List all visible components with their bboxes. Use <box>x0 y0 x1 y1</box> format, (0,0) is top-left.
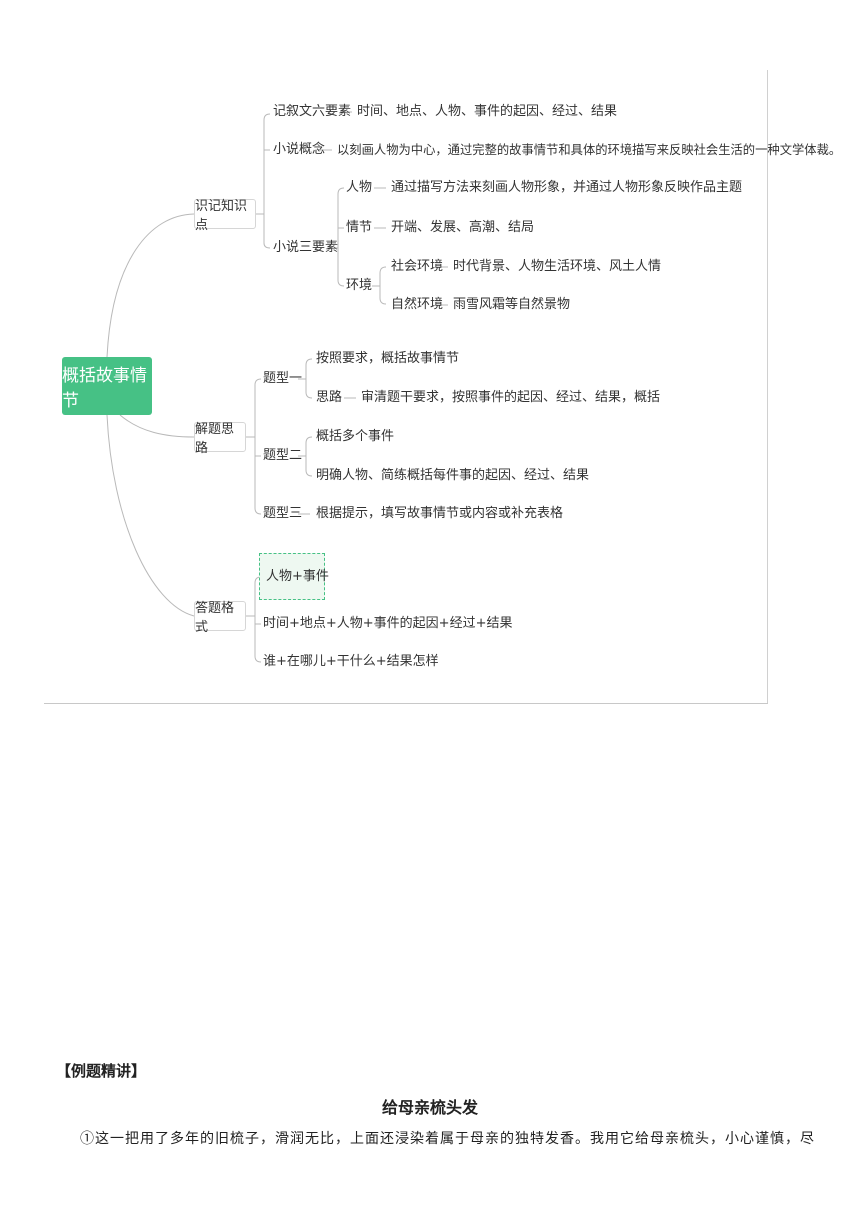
bracket-b1 <box>263 113 271 249</box>
article-title: 给母亲梳头发 <box>381 1098 478 1117</box>
node-renwu-value[interactable]: 通过描写方法来刻画人物形象，并通过人物形象反映作品主题 <box>391 180 743 195</box>
node-tixing-2[interactable]: 题型二 <box>263 448 303 463</box>
bracket-b2 <box>254 378 262 515</box>
node-xiaoshuo-gainian[interactable]: 小说概念 <box>273 142 326 157</box>
node-liuyaosu[interactable]: 记叙文六要素 <box>273 104 352 119</box>
node-shehui-value[interactable]: 时代背景、人物生活环境、风土人情 <box>453 259 662 274</box>
node-renwu[interactable]: 人物 <box>346 180 373 195</box>
mindmap-connectors <box>106 111 448 663</box>
node-dati-item-1[interactable]: 人物+事件 <box>266 569 329 584</box>
mindmap-frame <box>44 70 768 704</box>
node-tixing-2-b[interactable]: 明确人物、简练概括每件事的起因、经过、结果 <box>316 468 590 483</box>
node-huanjing[interactable]: 环境 <box>346 278 373 293</box>
frame-right-border <box>767 70 768 704</box>
node-qingjie[interactable]: 情节 <box>346 220 373 235</box>
node-dati-geshi[interactable]: 答题格式 <box>194 601 246 635</box>
node-tixing-3[interactable]: 题型三 <box>263 506 303 521</box>
node-shiji-zhishidian[interactable]: 识记知识点 <box>194 199 256 233</box>
node-tixing-3-value[interactable]: 根据提示，填写故事情节或内容或补充表格 <box>316 506 564 521</box>
node-gainian-value[interactable]: 以刻画人物为中心，通过完整的故事情节和具体的环境描写来反映社会生活的一种文学体裁… <box>337 143 842 157</box>
selected-node-highlight <box>259 553 325 600</box>
node-tixing-1-a[interactable]: 按照要求，概括故事情节 <box>316 351 460 366</box>
node-silu[interactable]: 思路 <box>316 390 343 405</box>
connector-root-b2 <box>119 414 195 438</box>
frame-bottom-border <box>44 703 768 704</box>
node-ziran-huanjing[interactable]: 自然环境 <box>391 297 444 312</box>
node-dati-item-2[interactable]: 时间+地点+人物+事件的起因+经过+结果 <box>263 616 513 631</box>
mindmap-root-node[interactable]: 概括故事情节 <box>62 357 152 415</box>
node-qingjie-value[interactable]: 开端、发展、高潮、结局 <box>391 220 535 235</box>
node-silu-value[interactable]: 审清题干要求，按照事件的起因、经过、结果，概括 <box>361 390 661 405</box>
node-sanyaosu[interactable]: 小说三要素 <box>273 240 339 255</box>
node-ziran-value[interactable]: 雨雪风霜等自然景物 <box>453 297 571 312</box>
node-tixing-1[interactable]: 题型一 <box>263 371 303 386</box>
node-liuyaosu-value[interactable]: 时间、地点、人物、事件的起因、经过、结果 <box>357 104 618 119</box>
bracket-b3 <box>254 576 262 663</box>
article-paragraph: ①这一把用了多年的旧梳子，滑润无比，上面还浸染着属于母亲的独特发香。我用它给母亲… <box>80 1131 815 1147</box>
node-shehui-huanjing[interactable]: 社会环境 <box>391 259 444 274</box>
connector-root-b3 <box>106 414 195 617</box>
connector-root-b1 <box>106 213 195 358</box>
bracket-huanjing <box>379 266 387 305</box>
bracket-t1 <box>305 358 313 399</box>
bracket-t2 <box>305 436 313 477</box>
node-jieti-silu[interactable]: 解题思路 <box>194 422 246 456</box>
node-dati-item-3[interactable]: 谁+在哪儿+干什么+结果怎样 <box>263 654 439 669</box>
bracket-sanyaosu <box>337 187 345 287</box>
node-tixing-2-a[interactable]: 概括多个事件 <box>316 429 395 444</box>
section-heading: 【例题精讲】 <box>56 1062 147 1080</box>
